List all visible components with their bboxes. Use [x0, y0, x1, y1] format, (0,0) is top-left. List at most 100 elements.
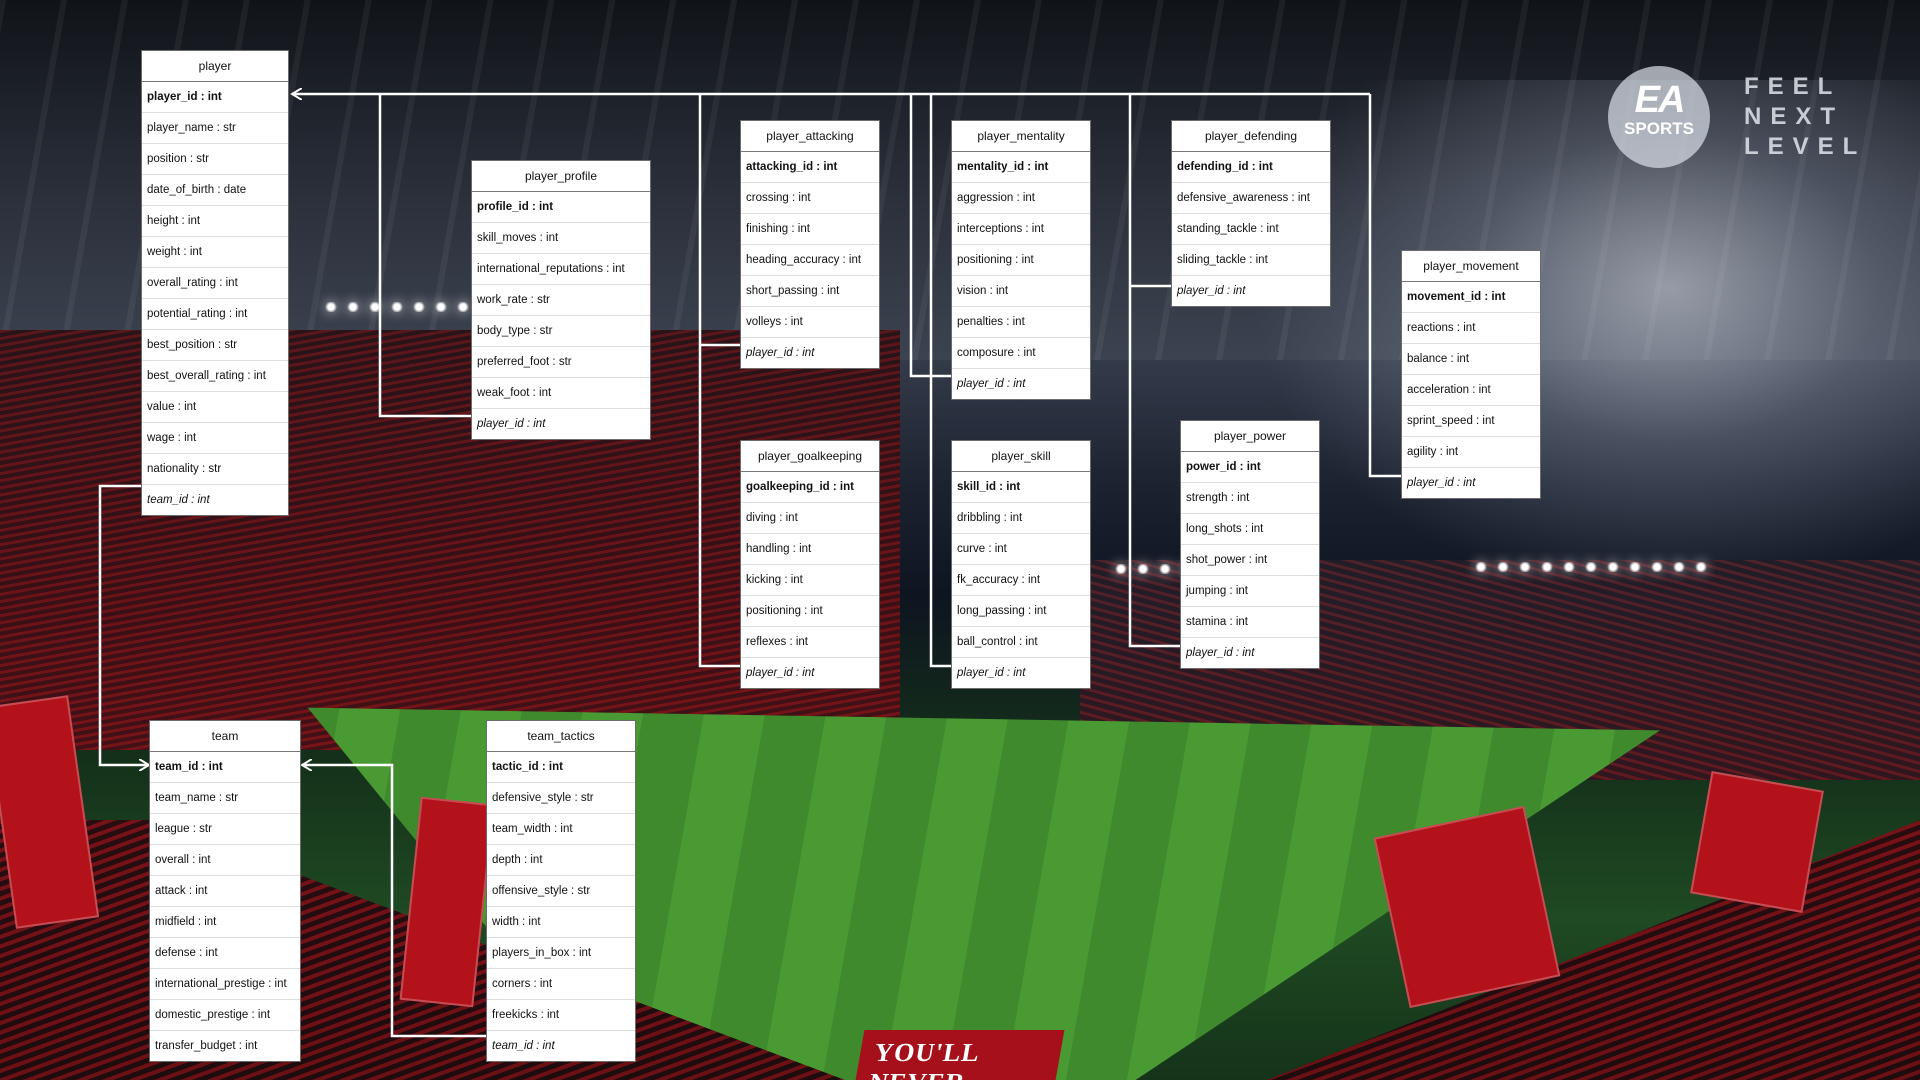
- field-sliding-tackle: sliding_tackle : int: [1172, 245, 1330, 276]
- field-diving: diving : int: [741, 503, 879, 534]
- table-team: team team_id : int team_name : str leagu…: [149, 720, 301, 1062]
- field-player-id-fk: player_id : int: [477, 418, 546, 430]
- field-player-id: player_id : int: [142, 82, 288, 113]
- field-potential-rating: potential_rating : int: [142, 299, 288, 330]
- slogan-line: FEEL: [1744, 73, 1842, 100]
- connector-player-profile: [378, 94, 474, 418]
- table-header: player_movement: [1402, 251, 1540, 282]
- floodlights-mid: [1110, 564, 1220, 574]
- table-header: player_skill: [952, 441, 1090, 472]
- table-player-defending: player_defending defending_id : int defe…: [1171, 120, 1331, 307]
- field-ball-control: ball_control : int: [952, 627, 1090, 658]
- field-movement-id: movement_id : int: [1402, 282, 1540, 313]
- field-goalkeeping-id: goalkeeping_id : int: [741, 472, 879, 503]
- field-skill-id: skill_id : int: [952, 472, 1090, 503]
- connector-player-team: [98, 484, 149, 765]
- table-player-skill: player_skill skill_id : int dribbling : …: [951, 440, 1091, 689]
- field-stamina: stamina : int: [1181, 607, 1319, 638]
- table-team-tactics: team_tactics tactic_id : int defensive_s…: [486, 720, 636, 1062]
- table-player-power: player_power power_id : int strength : i…: [1180, 420, 1320, 669]
- field-volleys: volleys : int: [741, 307, 879, 338]
- field-weight: weight : int: [142, 237, 288, 268]
- field-player-id-fk: player_id : int: [1407, 477, 1476, 489]
- table-header: team: [150, 721, 300, 752]
- field-preferred-foot: preferred_foot : str: [472, 347, 650, 378]
- table-header: player_goalkeeping: [741, 441, 879, 472]
- field-player-id-fk: player_id : int: [746, 667, 815, 679]
- field-corners: corners : int: [487, 969, 635, 1000]
- field-player-id-fk: player_id : int: [957, 667, 1026, 679]
- field-height: height : int: [142, 206, 288, 237]
- floodlights-right: [1470, 562, 1710, 572]
- ea-logo-mark: EA: [1634, 79, 1686, 121]
- field-interceptions: interceptions : int: [952, 214, 1090, 245]
- field-body-type: body_type : str: [472, 316, 650, 347]
- field-team-id-fk: team_id : int: [147, 494, 210, 506]
- field-transfer-budget: transfer_budget : int: [155, 1040, 258, 1052]
- table-player-attacking: player_attacking attacking_id : int cros…: [740, 120, 880, 369]
- field-handling: handling : int: [741, 534, 879, 565]
- field-player-id-fk: player_id : int: [1186, 647, 1255, 659]
- field-player-id-fk: player_id : int: [746, 347, 815, 359]
- slogan: FEEL NEXT LEVEL: [1744, 72, 1866, 162]
- field-defensive-style: defensive_style : str: [487, 783, 635, 814]
- field-positioning: positioning : int: [952, 245, 1090, 276]
- field-team-id: team_id : int: [150, 752, 300, 783]
- field-jumping: jumping : int: [1181, 576, 1319, 607]
- field-defensive-awareness: defensive_awareness : int: [1172, 183, 1330, 214]
- field-width: width : int: [487, 907, 635, 938]
- field-standing-tackle: standing_tackle : int: [1172, 214, 1330, 245]
- field-skill-moves: skill_moves : int: [472, 223, 650, 254]
- field-strength: strength : int: [1181, 483, 1319, 514]
- field-weak-foot: weak_foot : int: [472, 378, 650, 409]
- field-short-passing: short_passing : int: [741, 276, 879, 307]
- field-player-id-fk: player_id : int: [957, 378, 1026, 390]
- field-international-reputations: international_reputations : int: [472, 254, 650, 285]
- floodlight-glow: [1250, 80, 1920, 600]
- field-shot-power: shot_power : int: [1181, 545, 1319, 576]
- connector-player-mentality: [909, 94, 951, 378]
- field-player-name: player_name : str: [142, 113, 288, 144]
- field-tactic-id: tactic_id : int: [487, 752, 635, 783]
- field-attack: attack : int: [150, 876, 300, 907]
- field-penalties: penalties : int: [952, 307, 1090, 338]
- field-team-width: team_width : int: [487, 814, 635, 845]
- field-defense: defense : int: [150, 938, 300, 969]
- field-position: position : str: [142, 144, 288, 175]
- table-player-goalkeeping: player_goalkeeping goalkeeping_id : int …: [740, 440, 880, 689]
- field-offensive-style: offensive_style : str: [487, 876, 635, 907]
- ea-logo-sub: SPORTS: [1624, 119, 1694, 138]
- field-midfield: midfield : int: [150, 907, 300, 938]
- table-header: player_defending: [1172, 121, 1330, 152]
- field-player-id-fk: player_id : int: [1177, 285, 1246, 297]
- field-league: league : str: [150, 814, 300, 845]
- field-international-prestige: international_prestige : int: [150, 969, 300, 1000]
- field-mentality-id: mentality_id : int: [952, 152, 1090, 183]
- field-team-id-fk: team_id : int: [492, 1040, 555, 1052]
- table-player-movement: player_movement movement_id : int reacti…: [1401, 250, 1541, 499]
- field-wage: wage : int: [142, 423, 288, 454]
- field-reactions: reactions : int: [1402, 313, 1540, 344]
- table-player: player player_id : int player_name : str…: [141, 50, 289, 516]
- field-overall-rating: overall_rating : int: [142, 268, 288, 299]
- field-sprint-speed: sprint_speed : int: [1402, 406, 1540, 437]
- table-header: player_profile: [472, 161, 650, 192]
- field-domestic-prestige: domestic_prestige : int: [150, 1000, 300, 1031]
- field-players-in-box: players_in_box : int: [487, 938, 635, 969]
- field-finishing: finishing : int: [741, 214, 879, 245]
- field-depth: depth : int: [487, 845, 635, 876]
- field-heading-accuracy: heading_accuracy : int: [741, 245, 879, 276]
- field-date-of-birth: date_of_birth : date: [142, 175, 288, 206]
- field-acceleration: acceleration : int: [1402, 375, 1540, 406]
- table-player-mentality: player_mentality mentality_id : int aggr…: [951, 120, 1091, 400]
- connector-player-defending: [1128, 94, 1180, 648]
- field-dribbling: dribbling : int: [952, 503, 1090, 534]
- table-header: player: [142, 51, 288, 82]
- field-vision: vision : int: [952, 276, 1090, 307]
- table-header: player_mentality: [952, 121, 1090, 152]
- field-composure: composure : int: [952, 338, 1090, 369]
- field-freekicks: freekicks : int: [487, 1000, 635, 1031]
- field-work-rate: work_rate : str: [472, 285, 650, 316]
